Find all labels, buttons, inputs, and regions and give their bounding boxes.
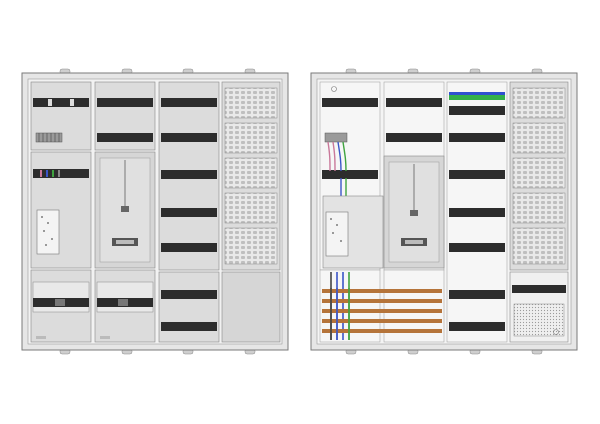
wiring — [327, 141, 347, 196]
din-rail — [386, 133, 442, 142]
wire-ends — [40, 170, 60, 177]
din-rail — [161, 290, 217, 299]
din-rail — [512, 285, 566, 293]
col-1 — [30, 81, 92, 343]
grille — [224, 227, 278, 265]
din-rail — [449, 322, 505, 331]
col-3 — [158, 81, 220, 343]
grille — [224, 157, 278, 189]
grille — [224, 87, 278, 119]
din-rail — [97, 133, 153, 142]
grille — [512, 87, 566, 119]
col-3 — [446, 81, 508, 343]
din-rail — [33, 98, 89, 107]
cabinet-left — [21, 68, 289, 355]
din-rail — [386, 98, 442, 107]
grille — [224, 192, 278, 224]
din-rail — [161, 98, 217, 107]
din-rail — [449, 133, 505, 142]
cabinet-right — [310, 68, 578, 355]
din-rail — [449, 290, 505, 299]
din-rail — [161, 170, 217, 179]
din-rail — [161, 322, 217, 331]
grille — [512, 157, 566, 189]
din-rail — [449, 170, 505, 179]
grille — [512, 122, 566, 154]
busbars — [322, 289, 442, 333]
din-rail — [322, 170, 378, 179]
terminal-strip — [449, 92, 505, 100]
din-rail — [33, 169, 89, 178]
din-rail — [161, 208, 217, 217]
col-4 — [221, 81, 281, 343]
col-2 — [94, 81, 156, 343]
din-rail — [97, 98, 153, 107]
din-rail — [449, 106, 505, 115]
grille — [512, 192, 566, 224]
col-4 — [509, 81, 569, 343]
din-rail — [322, 98, 378, 107]
perforated-plate — [513, 303, 565, 337]
din-rail — [449, 208, 505, 217]
din-rail — [161, 243, 217, 252]
terminal-block — [35, 132, 63, 143]
side-module — [36, 209, 60, 255]
grille — [224, 122, 278, 154]
terminal-block — [324, 132, 348, 143]
din-rail — [449, 243, 505, 252]
din-rail — [161, 133, 217, 142]
grille — [512, 227, 566, 265]
